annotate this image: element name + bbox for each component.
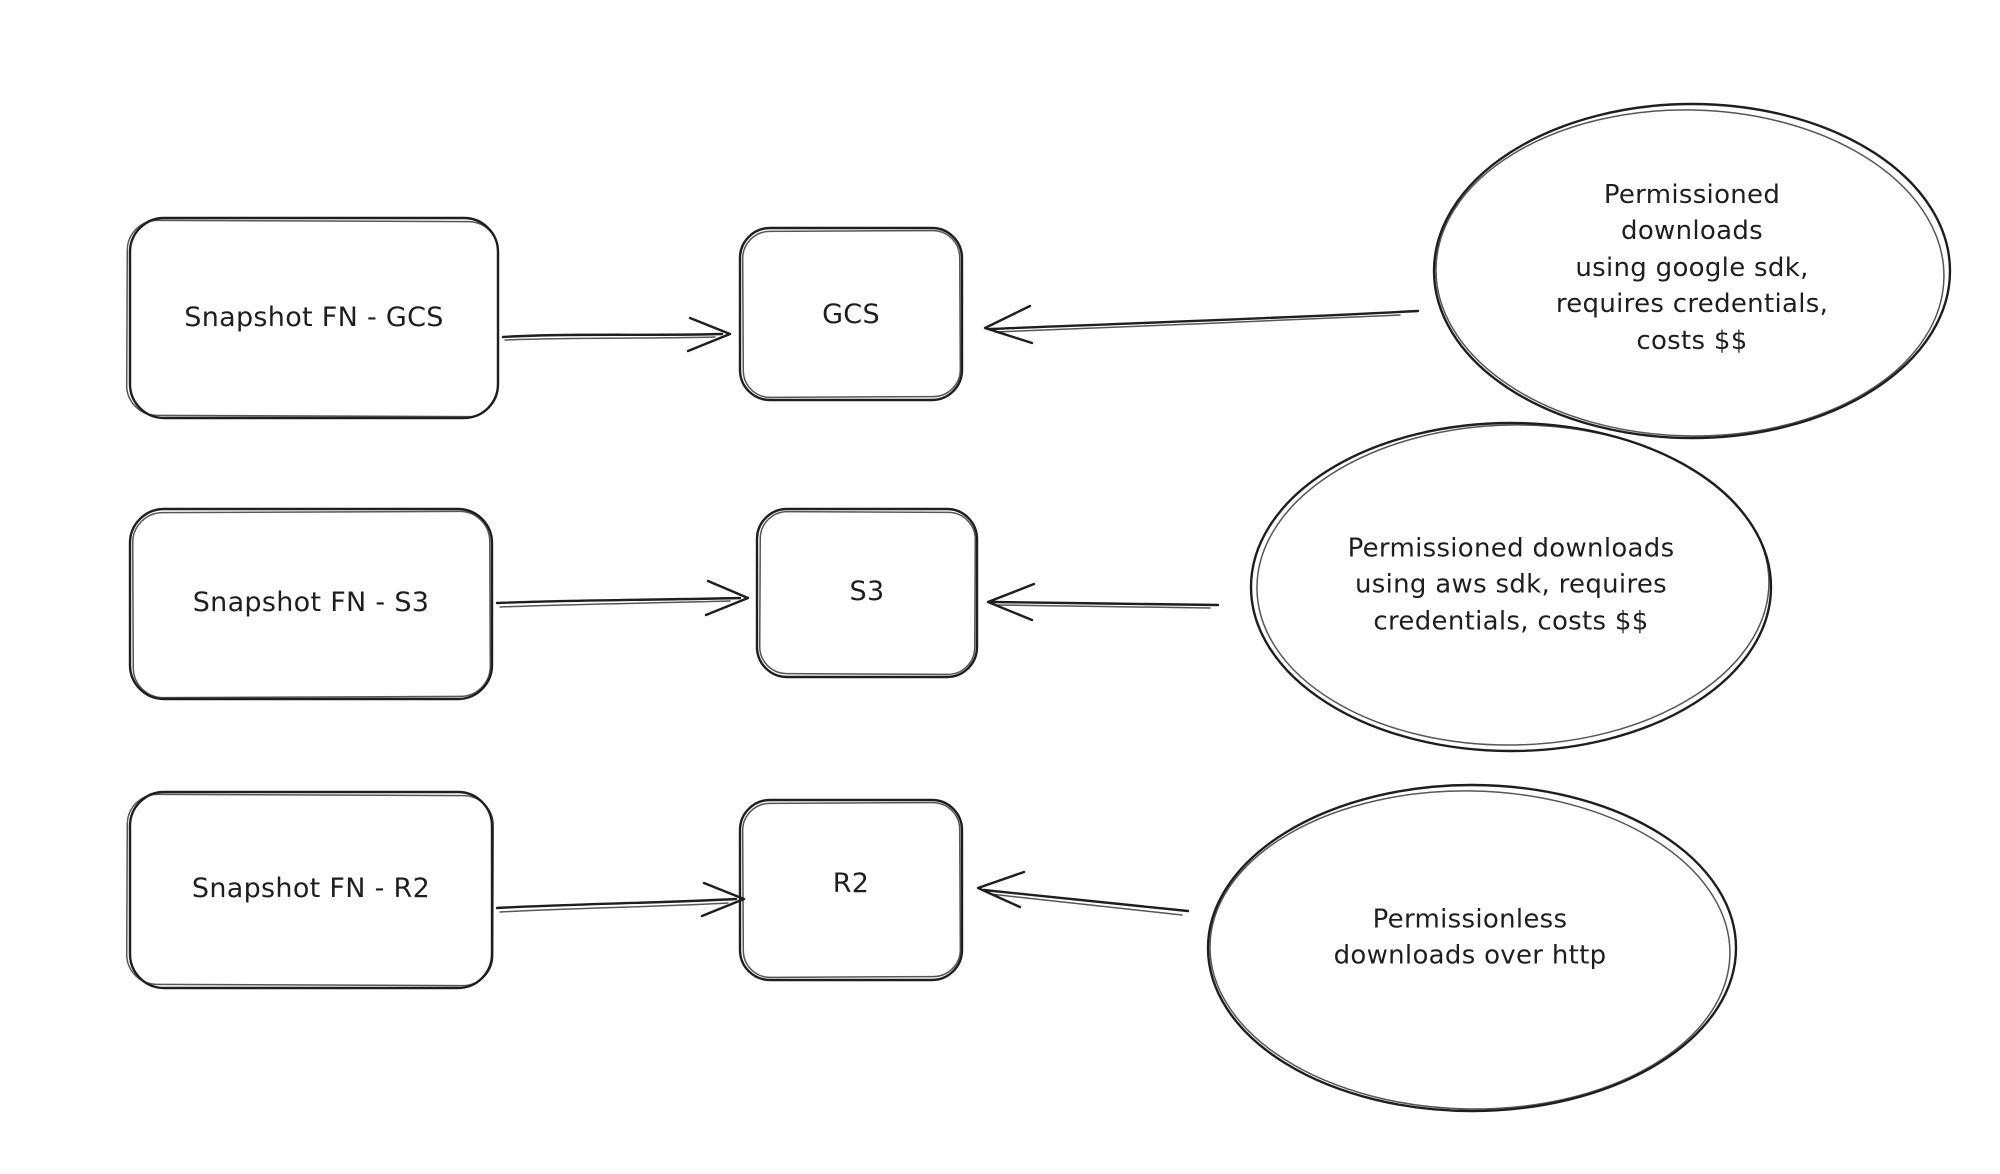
arrow-snapshot-to-r2[interactable] xyxy=(495,881,746,918)
label-r2[interactable]: R2 xyxy=(832,868,870,900)
label-gcs[interactable]: GCS xyxy=(822,299,880,331)
node-s3[interactable] xyxy=(755,507,979,679)
note-ellipse-gcs[interactable] xyxy=(1432,102,1952,441)
node-snapshot-fn-r2[interactable] xyxy=(125,790,495,990)
label-snapshot-fn-r2[interactable]: Snapshot FN - R2 xyxy=(191,873,431,905)
note-ellipse-s3[interactable] xyxy=(1249,421,1773,753)
note-ellipse-r2[interactable] xyxy=(1206,783,1738,1113)
node-gcs[interactable] xyxy=(738,226,964,402)
arrow-r2-note-to-r2[interactable] xyxy=(976,870,1190,916)
node-snapshot-fn-gcs[interactable] xyxy=(125,216,500,420)
label-note-r2[interactable]: Permissionless downloads over http xyxy=(1333,904,1607,971)
label-s3[interactable]: S3 xyxy=(849,576,885,608)
label-snapshot-fn-gcs[interactable]: Snapshot FN - GCS xyxy=(184,302,444,334)
arrow-snapshot-to-s3[interactable] xyxy=(495,579,750,617)
node-snapshot-fn-s3[interactable] xyxy=(128,507,494,701)
label-note-gcs[interactable]: Permissioned downloads using google sdk,… xyxy=(1555,180,1829,356)
arrow-s3-note-to-s3[interactable] xyxy=(986,582,1220,622)
arrow-snapshot-to-gcs[interactable] xyxy=(501,316,732,353)
label-note-s3[interactable]: Permissioned downloads using aws sdk, re… xyxy=(1347,533,1675,637)
label-snapshot-fn-s3[interactable]: Snapshot FN - S3 xyxy=(192,587,430,619)
node-r2[interactable] xyxy=(738,798,964,982)
arrow-gcs-note-to-gcs[interactable] xyxy=(983,304,1420,345)
